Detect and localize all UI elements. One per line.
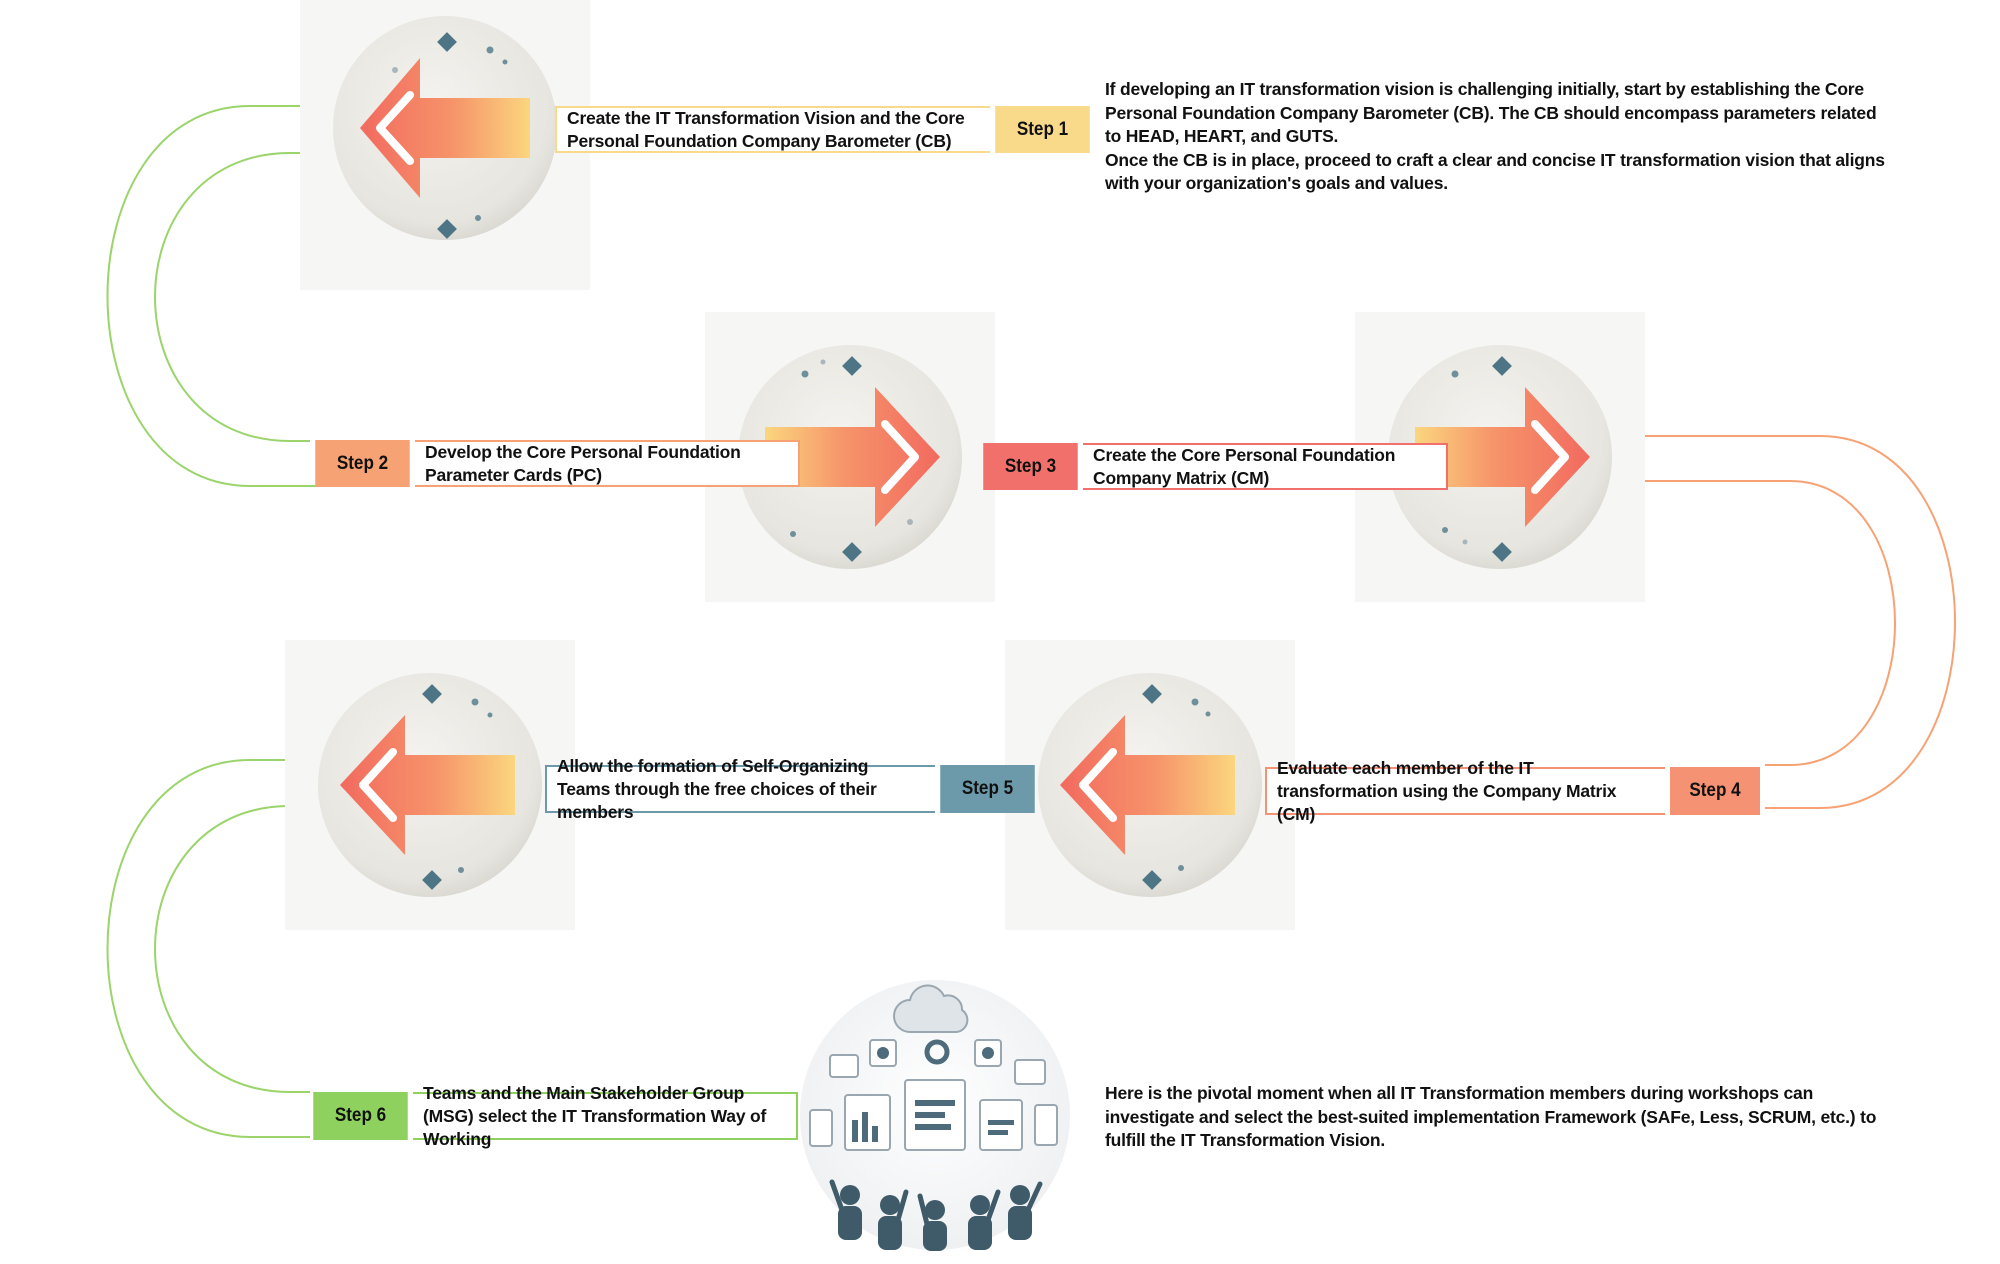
step1-description: If developing an IT transformation visio…	[1105, 78, 1885, 196]
step1-row: Create the IT Transformation Vision and …	[555, 106, 1095, 153]
arrow-right-medallion-icon	[1388, 345, 1612, 569]
step2-tag: Step 2	[315, 440, 410, 487]
step1-description-p1: If developing an IT transformation visio…	[1105, 79, 1877, 146]
arrow-left-medallion-icon	[1038, 673, 1262, 897]
step3-row: Step 3 Create the Core Personal Foundati…	[978, 443, 1448, 490]
step6-text: Teams and the Main Stakeholder Group (MS…	[413, 1083, 798, 1149]
step4-tag: Step 4	[1670, 767, 1760, 815]
step5-text: Allow the formation of Self-Organizing T…	[545, 756, 935, 822]
step1-description-p2: Once the CB is in place, proceed to craf…	[1105, 149, 1885, 194]
step5-tag: Step 5	[940, 765, 1035, 813]
step5-medallion	[285, 640, 575, 930]
step1-text: Create the IT Transformation Vision and …	[555, 106, 990, 153]
arrow-left-medallion-icon	[333, 16, 557, 240]
step6-row: Step 6 Teams and the Main Stakeholder Gr…	[308, 1083, 798, 1149]
step6-tag: Step 6	[313, 1092, 408, 1140]
step2-text: Develop the Core Personal Foundation Par…	[415, 440, 800, 487]
step4-medallion	[1005, 640, 1295, 930]
step1-medallion	[300, 0, 590, 290]
step3-text: Create the Core Personal Foundation Comp…	[1083, 443, 1448, 490]
step5-row: Allow the formation of Self-Organizing T…	[545, 756, 1040, 822]
step6-description-text: Here is the pivotal moment when all IT T…	[1105, 1083, 1877, 1150]
step6-description: Here is the pivotal moment when all IT T…	[1105, 1082, 1885, 1153]
collaboration-illustration	[790, 970, 1080, 1260]
step4-row: Evaluate each member of the IT transform…	[1265, 758, 1765, 824]
step2-row: Step 2 Develop the Core Personal Foundat…	[310, 440, 800, 487]
team-collaboration-illustration	[800, 980, 1070, 1251]
step4-text: Evaluate each member of the IT transform…	[1265, 758, 1665, 824]
step3-tag: Step 3	[983, 443, 1078, 490]
step1-tag: Step 1	[995, 106, 1090, 153]
arrow-left-medallion-icon	[318, 673, 542, 897]
arrow-right-medallion-icon	[738, 345, 962, 569]
